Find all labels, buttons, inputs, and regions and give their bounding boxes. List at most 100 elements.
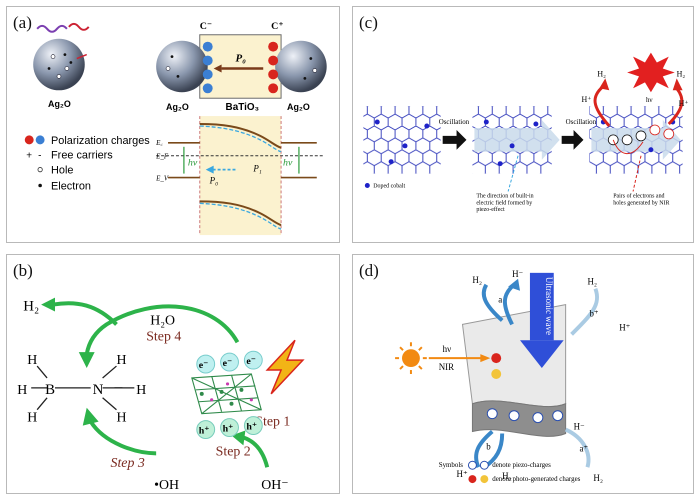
oscillation-label-1: Oscillation — [439, 118, 470, 126]
atom-h-3: H — [27, 411, 37, 426]
explosion-icon — [627, 52, 675, 93]
hole-1: h⁺ — [199, 426, 210, 437]
atom-b: B — [45, 382, 55, 398]
field-note-line1: The direction of built-in — [476, 192, 533, 199]
panel-d: Ultrasonic wave hν NIR H₂ H⁻ a H₂ b⁺ H⁺ — [352, 254, 694, 494]
atom-h-5: H — [136, 383, 146, 398]
piezo-charges-bottom — [486, 408, 564, 424]
electrons — [196, 350, 263, 374]
electron-1: e⁻ — [199, 360, 209, 371]
p0-box-label: P₀ — [235, 53, 246, 65]
b-label: b — [486, 441, 491, 451]
h2-release-arrow — [52, 301, 118, 326]
step2-label: Step 2 — [216, 444, 251, 459]
ag2o-label-single: Ag₂O — [48, 99, 71, 109]
red-arrow-right — [667, 87, 684, 126]
atom-n: N — [93, 382, 104, 398]
doped-cobalt-label: Doped cobalt — [373, 183, 405, 189]
lattice-1 — [363, 106, 441, 174]
ag2o-sphere-right — [275, 40, 327, 93]
hole-3: h⁺ — [246, 422, 257, 433]
holes — [196, 416, 263, 439]
step1-label: Step 1 — [255, 415, 290, 430]
hplus-right-label: H⁺ — [619, 322, 630, 332]
p1-band-label: P₁ — [252, 164, 262, 174]
panel-a: Ag₂O P₀ C⁻ C⁺ Ag₂O BaTiO₃ Ag₂O — [6, 6, 340, 243]
legend-hole: Hole — [51, 165, 73, 177]
oscillation-arrow-1 — [442, 129, 467, 150]
arrow-h2-top — [481, 283, 504, 322]
h2-bottom-right-label: H₂ — [593, 473, 603, 483]
crystal-lattice — [191, 373, 262, 415]
panel-b-label: (b) — [13, 261, 33, 280]
oscillation-arrow-2 — [561, 129, 584, 150]
photo-electron — [491, 369, 502, 379]
p0-band-label: P₀ — [209, 175, 219, 185]
sun-icon — [395, 342, 427, 374]
panel-b: H₂ H₂O Step 4 Step 1 Step 2 Step 3 •OH O… — [6, 254, 340, 494]
ev-label: E_V — [155, 175, 169, 183]
step3-label: Step 3 — [111, 456, 145, 471]
pairs-note-line2: holes generated by NIR — [613, 200, 669, 206]
atom-h-1: H — [27, 353, 37, 368]
step4-label: Step 4 — [146, 329, 181, 344]
oh-radical-label: •OH — [154, 478, 179, 493]
panel-c-label: (c) — [359, 13, 378, 32]
hv-label: hν — [443, 344, 451, 354]
pairs-note-line1: Pairs of electrons and — [613, 192, 664, 199]
valence-band — [199, 200, 282, 227]
panel-c: Oscillation Oscillation hν H₂ H⁺ H₂ H⁺ D… — [352, 6, 694, 243]
ef-label: E_F — [155, 153, 169, 161]
ec-label: E꜀ — [155, 139, 163, 147]
arrow-b-bottom — [474, 430, 494, 468]
h2-label: H₂ — [23, 299, 39, 315]
panel-d-figure: Ultrasonic wave hν NIR H₂ H⁻ a H₂ b⁺ H⁺ — [395, 269, 631, 483]
hole-2: h⁺ — [223, 424, 234, 435]
step2-arrow — [242, 435, 270, 468]
electron-3: e⁻ — [246, 356, 256, 367]
atom-h-6: H — [116, 411, 126, 426]
arrow-b-plus — [570, 288, 599, 336]
legend-free-carriers: Free carriers — [51, 150, 113, 162]
symbols-label: Symbols — [439, 461, 464, 469]
step3-arrow — [89, 420, 157, 456]
ultrasonic-label: Ultrasonic wave — [544, 277, 554, 335]
hminus-top-label: H⁻ — [512, 269, 523, 279]
panel-c-figure: Oscillation Oscillation hν H₂ H⁺ H₂ H⁺ D… — [363, 52, 689, 213]
c-minus-label: C⁻ — [200, 21, 212, 32]
hminus-bottom-right-label: H⁻ — [574, 422, 585, 432]
panel-a-label: (a) — [13, 13, 32, 32]
ag2o-label-right: Ag₂O — [287, 102, 310, 112]
electron-2: e⁻ — [223, 358, 233, 369]
field-note-line2: electric field formed by — [476, 199, 532, 206]
hv-label: hν — [646, 96, 653, 104]
svg-text:-: - — [38, 151, 41, 162]
legend-polarization: Polarization charges — [51, 135, 150, 147]
ag2o-label-left: Ag₂O — [166, 102, 189, 112]
a-label: a — [498, 295, 502, 305]
atom-h-4: H — [116, 353, 126, 368]
ag2o-sphere-left — [156, 40, 208, 93]
light-wave-icon-2 — [68, 22, 90, 31]
b-plus-label: b⁺ — [589, 308, 598, 318]
panel-b-figure: H₂ H₂O Step 4 Step 1 Step 2 Step 3 •OH O… — [17, 297, 305, 493]
atom-h-2: H — [17, 383, 27, 398]
conduction-band — [199, 123, 282, 149]
ultrasonic-arrow-body — [529, 272, 554, 341]
photo-hole — [491, 353, 502, 364]
hplus-right-label: H⁺ — [679, 99, 689, 108]
oscillation-label-2: Oscillation — [566, 118, 597, 126]
h2o-label: H₂O — [150, 313, 175, 328]
hv-left-label: hν — [188, 158, 198, 169]
ammonia-borane-molecule — [31, 365, 135, 411]
nir-label: NIR — [439, 362, 454, 372]
bottom-layer — [471, 400, 567, 437]
legend-electron: Electron — [51, 180, 91, 192]
panel-a-figure: Ag₂O P₀ C⁻ C⁺ Ag₂O BaTiO₃ Ag₂O — [24, 21, 327, 236]
hplus-bottom-left-label: H⁺ — [457, 469, 468, 479]
h2-left-label: H₂ — [597, 69, 606, 78]
panel-d-label: (d) — [359, 261, 379, 280]
lightning-icon — [265, 339, 305, 395]
batio3-box — [199, 34, 282, 99]
h2-bottom-label: H₂ — [502, 471, 512, 481]
